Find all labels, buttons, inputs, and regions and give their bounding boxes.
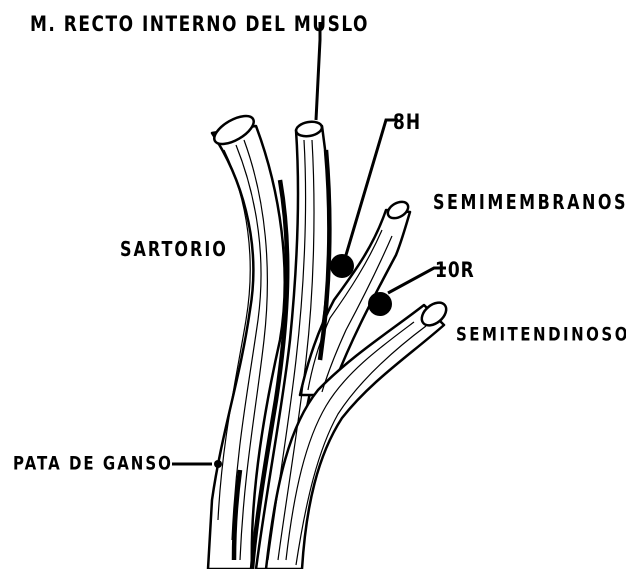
label-sartorio: SARTORIO [120,237,228,261]
label-semitendinoso: SEMITENDINOSO [456,323,626,346]
point-10r-marker [368,292,392,316]
pata-de-ganso-marker [214,460,222,468]
label-pata-de-ganso: PATA DE GANSO [13,452,173,475]
label-recto-interno: M. RECTO INTERNO DEL MUSLO [30,12,369,37]
label-point-8h: 8H [393,110,421,135]
point-8h-marker [330,254,354,278]
label-semimembranoso: SEMIMEMBRANOSO [433,190,626,214]
label-point-10r: 10R [435,258,475,283]
